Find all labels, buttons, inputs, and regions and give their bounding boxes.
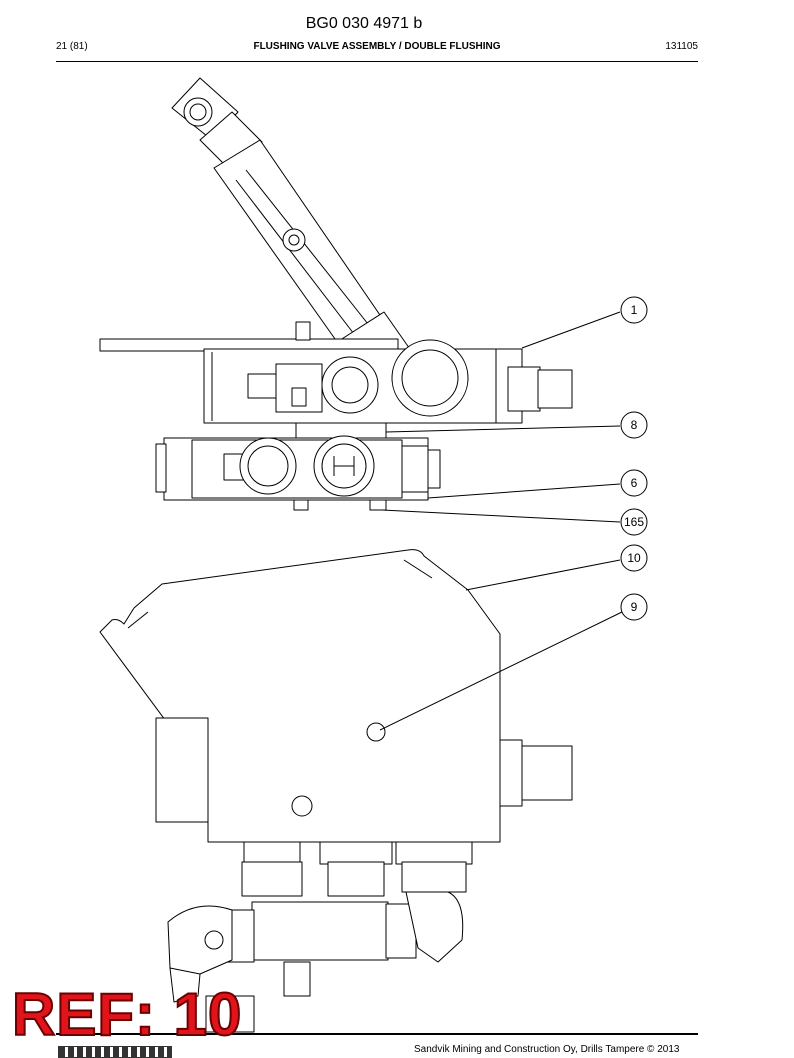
header-rule [56,61,698,62]
page-number: 21 (81) [56,41,88,52]
callout-6-label: 6 [631,476,638,490]
callout-165-label: 165 [624,515,644,529]
ref-stamp: REF: 10 [11,981,243,1048]
header-row: 21 (81) FLUSHING VALVE ASSEMBLY / DOUBLE… [56,41,698,55]
callout-10: 10 [620,544,648,572]
document-number: BG0 030 4971 b [305,15,423,32]
drawing-code: 131105 [665,41,698,52]
bracket-plate [99,549,573,843]
callout-9-label: 9 [631,600,638,614]
callout-165: 165 [620,508,648,536]
middle-valve-block [155,422,441,511]
callout-bubbles: 1 8 6 165 10 9 [620,296,648,621]
callout-10-label: 10 [627,551,641,565]
footer-rule [56,1033,698,1035]
callout-6: 6 [620,469,648,497]
lower-fittings [167,841,473,1033]
callout-1: 1 [620,296,648,324]
callout-8-label: 8 [631,418,638,432]
top-plate [99,321,573,424]
leader-lines [379,311,623,731]
callout-9: 9 [620,593,648,621]
callout-8: 8 [620,411,648,439]
sheet-title: FLUSHING VALVE ASSEMBLY / DOUBLE FLUSHIN… [253,41,501,52]
company-logo [58,1046,172,1058]
footer-copyright: Sandvik Mining and Construction Oy, Dril… [414,1044,680,1055]
callout-1-label: 1 [631,303,638,317]
